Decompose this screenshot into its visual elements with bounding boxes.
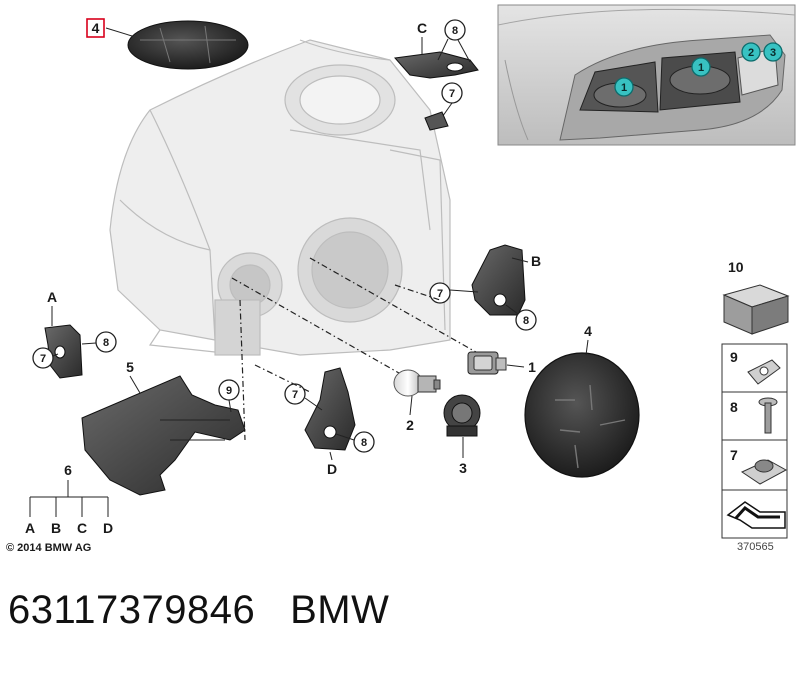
tree-b: B bbox=[51, 520, 61, 536]
bracket-a bbox=[44, 324, 83, 379]
label-a: A bbox=[47, 289, 57, 305]
label-d: D bbox=[327, 461, 337, 477]
sidebar-num-8[interactable]: 8 bbox=[730, 399, 738, 415]
variant-tree bbox=[29, 480, 109, 517]
sidebar-num-10[interactable]: 10 bbox=[728, 259, 744, 275]
cover-cap-top bbox=[127, 20, 249, 70]
svg-text:2: 2 bbox=[748, 47, 754, 59]
callout-7-a[interactable] bbox=[32, 347, 54, 369]
callout-8-c[interactable] bbox=[444, 19, 466, 41]
highlight-box bbox=[86, 18, 105, 38]
label-b: B bbox=[531, 253, 541, 269]
inset-marker-3[interactable] bbox=[763, 42, 783, 62]
cover-cap-part-4 bbox=[524, 352, 640, 478]
svg-text:1: 1 bbox=[698, 62, 704, 74]
svg-text:1: 1 bbox=[621, 82, 627, 94]
callout-8-b[interactable] bbox=[515, 309, 537, 331]
callout-5[interactable]: 5 bbox=[126, 359, 134, 375]
lamp-holder-part-3 bbox=[443, 394, 481, 437]
svg-text:7: 7 bbox=[437, 288, 443, 300]
brand-name: BMW bbox=[290, 588, 390, 632]
lower-trim-part-5 bbox=[81, 375, 246, 496]
screw-icon bbox=[758, 397, 778, 434]
label-c: C bbox=[417, 20, 427, 36]
callout-8-d[interactable] bbox=[353, 431, 375, 453]
svg-text:3: 3 bbox=[770, 47, 776, 59]
svg-text:9: 9 bbox=[226, 385, 232, 397]
sidebar-arrow-icon bbox=[726, 501, 786, 529]
bulb-socket-part-1 bbox=[467, 351, 507, 375]
inset-marker-1a[interactable] bbox=[614, 77, 634, 97]
svg-text:8: 8 bbox=[103, 337, 109, 349]
svg-text:8: 8 bbox=[361, 437, 367, 449]
svg-text:7: 7 bbox=[292, 389, 298, 401]
svg-text:8: 8 bbox=[523, 315, 529, 327]
bulb-part-2 bbox=[393, 369, 441, 397]
callout-4-top[interactable]: 4 bbox=[92, 20, 100, 36]
callout-3[interactable]: 3 bbox=[459, 460, 467, 476]
tree-c: C bbox=[77, 520, 87, 536]
part-footer: 63117379846 BMW bbox=[8, 588, 389, 633]
callout-4-cover[interactable]: 4 bbox=[584, 323, 592, 339]
bracket-c bbox=[394, 51, 479, 79]
sidebar-num-7[interactable]: 7 bbox=[730, 447, 738, 463]
callout-2[interactable]: 2 bbox=[406, 417, 414, 433]
callout-6[interactable]: 6 bbox=[64, 462, 72, 478]
tree-a: A bbox=[25, 520, 35, 536]
spring-nut-icon bbox=[740, 459, 788, 485]
svg-text:7: 7 bbox=[40, 353, 46, 365]
callout-1[interactable]: 1 bbox=[528, 359, 536, 375]
sidebar-parts: 10 9 8 7 bbox=[721, 259, 790, 539]
part-number: 63117379846 bbox=[8, 588, 256, 632]
sidebar-num-9[interactable]: 9 bbox=[730, 349, 738, 365]
svg-text:8: 8 bbox=[452, 25, 458, 37]
inset-marker-2[interactable] bbox=[741, 42, 761, 62]
diagram-id: 370565 bbox=[737, 541, 774, 553]
clip-nut-icon bbox=[747, 359, 781, 385]
headlight-housing bbox=[109, 39, 451, 356]
tree-d: D bbox=[103, 520, 113, 536]
inset-marker-1b[interactable] bbox=[691, 57, 711, 77]
bracket-b bbox=[471, 244, 526, 316]
bracket-d bbox=[304, 367, 356, 451]
copyright-text: © 2014 BMW AG bbox=[6, 542, 92, 554]
inset-car-view: 1 1 2 3 bbox=[497, 4, 796, 146]
svg-text:7: 7 bbox=[449, 88, 455, 100]
box-icon bbox=[722, 284, 790, 335]
callout-8-a[interactable] bbox=[95, 331, 117, 353]
